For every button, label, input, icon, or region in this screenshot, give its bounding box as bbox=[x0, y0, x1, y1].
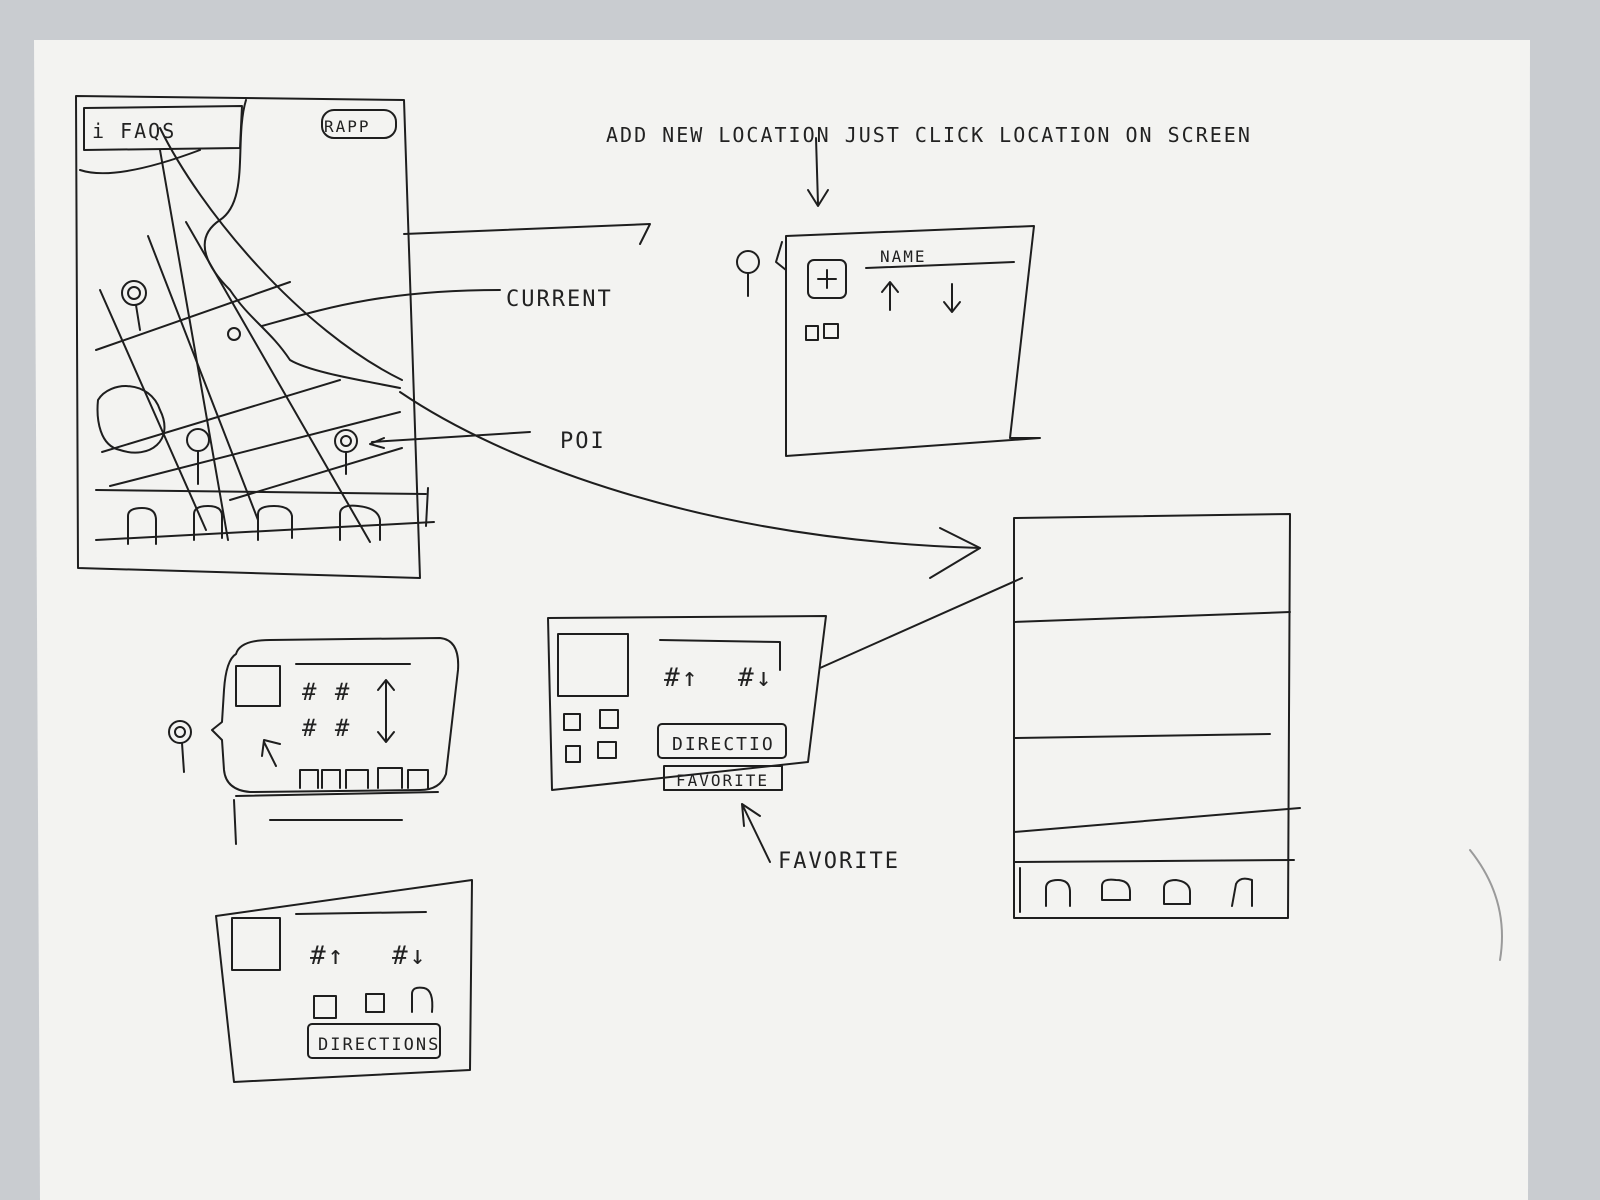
poi-pin-icon[interactable] bbox=[334, 429, 358, 475]
list-frame bbox=[1013, 513, 1291, 919]
list-screen bbox=[1013, 513, 1301, 919]
title-underline bbox=[659, 639, 781, 671]
list-row-divider bbox=[1013, 807, 1301, 833]
list-row-divider bbox=[1013, 733, 1271, 739]
hash-up-label: #↑ bbox=[664, 663, 699, 693]
small-icon bbox=[411, 986, 434, 1013]
directions-button[interactable] bbox=[307, 1023, 441, 1059]
tab-bar-top-line bbox=[1013, 859, 1295, 863]
thumbnail-image bbox=[557, 633, 629, 697]
card-frame bbox=[215, 879, 473, 1083]
popup-frame bbox=[785, 225, 1041, 457]
add-location-popup bbox=[736, 225, 1041, 457]
hash-up-label: #↑ bbox=[310, 941, 345, 971]
directions-button[interactable] bbox=[657, 723, 787, 759]
tab-icon[interactable] bbox=[1231, 877, 1253, 907]
road bbox=[99, 289, 207, 531]
hash-bottom-label: # # bbox=[302, 714, 351, 742]
map-pin-icon bbox=[736, 250, 760, 297]
arrow-down-icon bbox=[943, 283, 961, 313]
arrow-to-add-popup bbox=[403, 223, 651, 245]
arrow-to-list-screen bbox=[399, 391, 981, 549]
title-underline bbox=[295, 911, 427, 915]
small-icon bbox=[599, 709, 619, 729]
favorite-label: FAVORITE bbox=[676, 771, 769, 790]
map-pin-icon[interactable] bbox=[121, 280, 147, 331]
plus-icon bbox=[817, 269, 837, 289]
arrow-card-to-list bbox=[819, 577, 1023, 669]
top-right-button-box[interactable] bbox=[321, 109, 397, 139]
small-icon bbox=[823, 323, 839, 339]
hash-down-label: #↓ bbox=[738, 663, 773, 693]
add-location-note: ADD NEW LOCATION JUST CLICK LOCATION ON … bbox=[606, 123, 1252, 147]
road bbox=[109, 411, 401, 487]
add-button[interactable] bbox=[807, 259, 847, 299]
small-icon bbox=[563, 713, 581, 731]
small-icon bbox=[365, 993, 385, 1013]
card-frame bbox=[547, 615, 827, 791]
road bbox=[159, 127, 403, 381]
pointer-favorite bbox=[741, 803, 771, 863]
road bbox=[159, 149, 229, 541]
tab-icon[interactable] bbox=[127, 507, 157, 545]
poi-pin-icon[interactable] bbox=[186, 428, 210, 485]
bottom-line bbox=[235, 791, 439, 797]
arrow-down-add bbox=[807, 137, 829, 207]
poi-note: POI bbox=[560, 429, 606, 454]
lake-shape bbox=[96, 385, 166, 454]
current-location-icon[interactable] bbox=[227, 327, 241, 341]
tab-bar-top-line bbox=[95, 489, 427, 495]
map-pin-icon bbox=[168, 720, 192, 773]
current-note: CURRENT bbox=[506, 287, 613, 312]
pointer-poi bbox=[371, 431, 531, 443]
thumbnail-image bbox=[231, 917, 281, 971]
bubble-frame bbox=[211, 637, 460, 793]
list-row-divider bbox=[1013, 611, 1291, 623]
top-right-label: RAPP bbox=[324, 117, 371, 136]
up-down-arrows-icon bbox=[377, 679, 395, 743]
favorite-note: FAVORITE bbox=[778, 849, 900, 874]
pointer-current bbox=[261, 289, 501, 327]
tab-icon[interactable] bbox=[257, 505, 293, 541]
river-line bbox=[203, 99, 401, 389]
hash-down-label: #↓ bbox=[392, 941, 427, 971]
tab-icon[interactable] bbox=[1101, 878, 1131, 901]
name-label: NAME bbox=[880, 247, 927, 266]
tab-icon[interactable] bbox=[193, 505, 223, 541]
hash-top-label: # # bbox=[302, 678, 351, 706]
main-map-screen bbox=[75, 95, 435, 579]
paper-crease bbox=[1469, 849, 1503, 961]
small-icon bbox=[565, 745, 581, 763]
detail-card-bottom bbox=[215, 879, 473, 1083]
tab-icon[interactable] bbox=[1163, 879, 1191, 905]
small-icon bbox=[597, 741, 617, 759]
phone-frame bbox=[75, 95, 421, 579]
road bbox=[185, 221, 371, 543]
road bbox=[147, 235, 259, 521]
tab-icon[interactable] bbox=[1045, 879, 1071, 907]
directions-label: DIRECTIO bbox=[672, 734, 775, 755]
road bbox=[101, 379, 341, 453]
detail-card-middle bbox=[547, 615, 827, 863]
thumbnail-image bbox=[235, 665, 281, 707]
name-underline bbox=[865, 261, 1015, 269]
directions-label: DIRECTIONS bbox=[318, 1035, 440, 1055]
small-icon bbox=[313, 995, 337, 1019]
tab-bar-bottom-line bbox=[95, 521, 435, 541]
action-icons-row bbox=[299, 767, 429, 789]
small-icon bbox=[805, 325, 819, 341]
bubble-card bbox=[168, 637, 460, 845]
road bbox=[95, 281, 291, 351]
tab-icon[interactable] bbox=[339, 504, 381, 541]
shore-line bbox=[79, 149, 201, 175]
favorite-button[interactable] bbox=[663, 765, 783, 791]
arrow-up-icon bbox=[881, 281, 899, 311]
faqs-label: i FAQS bbox=[92, 119, 176, 143]
